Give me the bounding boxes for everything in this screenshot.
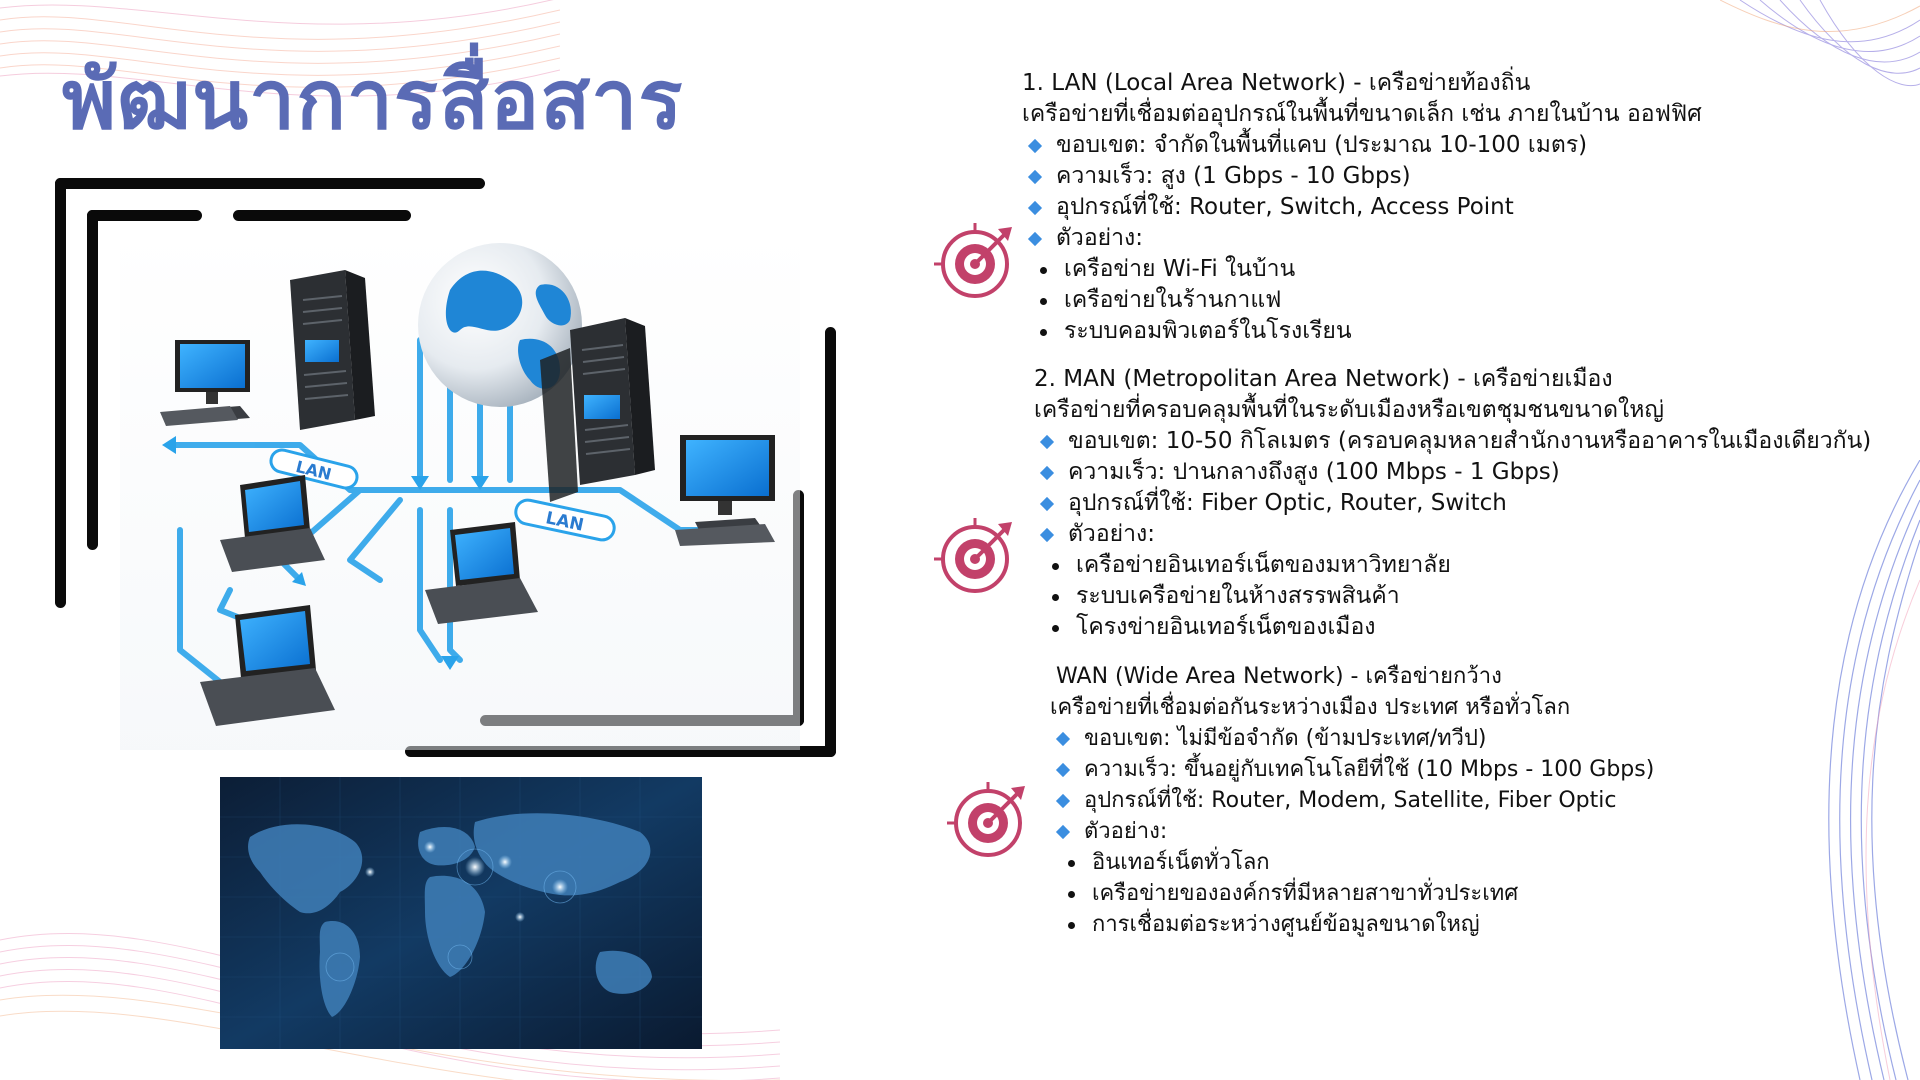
man-example-1: เครือข่ายอินเทอร์เน็ตของมหาวิทยาลัย xyxy=(1048,550,1871,581)
laptop-1-icon xyxy=(220,475,325,572)
frame-bar-bottom-outer xyxy=(405,746,836,757)
desktop-computer-left-icon xyxy=(160,340,250,426)
laptop-3-icon xyxy=(200,605,335,726)
target-icon-wan xyxy=(947,782,1025,857)
frame-bar-top-inner-b xyxy=(233,210,411,221)
frame-bar-top-inner-a xyxy=(87,210,202,221)
wan-item-examples-label: ตัวอย่าง: xyxy=(1050,816,1654,847)
wan-example-3: การเชื่อมต่อระหว่างศูนย์ข้อมูลขนาดใหญ่ xyxy=(1064,909,1654,940)
wan-description: เครือข่ายที่เชื่อมต่อกันระหว่างเมือง ประ… xyxy=(1050,695,1571,720)
man-section: 2. MAN (Metropolitan Area Network) - เคร… xyxy=(1034,364,1871,643)
lan-item-scope: ขอบเขต: จำกัดในพื้นที่แคบ (ประมาณ 10-100… xyxy=(1022,130,1702,161)
man-description: เครือข่ายที่ครอบคลุมพื้นที่ในระดับเมืองห… xyxy=(1034,397,1665,423)
lan-network-illustration: LAN LAN xyxy=(120,230,800,750)
server-rack-right-icon xyxy=(540,318,655,502)
frame-bar-left-inner xyxy=(87,210,98,550)
lan-heading: 1. LAN (Local Area Network) - เครือข่ายท… xyxy=(1022,70,1531,96)
frame-bar-left-outer xyxy=(55,178,66,608)
server-rack-left-icon xyxy=(290,270,375,430)
lan-item-devices: อุปกรณ์ที่ใช้: Router, Switch, Access Po… xyxy=(1022,192,1702,223)
lan-example-3: ระบบคอมพิวเตอร์ในโรงเรียน xyxy=(1036,316,1702,347)
wan-item-speed: ความเร็ว: ขึ้นอยู่กับเทคโนโลยีที่ใช้ (10… xyxy=(1050,754,1654,785)
frame-bar-top-outer xyxy=(55,178,485,189)
lan-label-right: LAN xyxy=(514,498,616,542)
desktop-computer-right-icon xyxy=(675,435,775,546)
lan-item-examples-label: ตัวอย่าง: xyxy=(1022,223,1702,254)
man-item-speed: ความเร็ว: ปานกลางถึงสูง (100 Mbps - 1 Gb… xyxy=(1034,457,1871,488)
target-icon-lan xyxy=(934,223,1012,298)
man-example-2: ระบบเครือข่ายในห้างสรรพสินค้า xyxy=(1048,581,1871,612)
wan-example-2: เครือข่ายขององค์กรที่มีหลายสาขาทั่วประเท… xyxy=(1064,878,1654,909)
man-item-devices: อุปกรณ์ที่ใช้: Fiber Optic, Router, Swit… xyxy=(1034,488,1871,519)
man-item-scope: ขอบเขต: 10-50 กิโลเมตร (ครอบคลุมหลายสำนั… xyxy=(1034,426,1871,457)
man-example-3: โครงข่ายอินเทอร์เน็ตของเมือง xyxy=(1048,612,1871,643)
wan-example-1: อินเทอร์เน็ตทั่วโลก xyxy=(1064,847,1654,878)
wan-item-scope: ขอบเขต: ไม่มีข้อจำกัด (ข้ามประเทศ/ทวีป) xyxy=(1050,723,1654,754)
laptop-2-icon xyxy=(425,522,538,624)
lan-description: เครือข่ายที่เชื่อมต่ออุปกรณ์ในพื้นที่ขนา… xyxy=(1022,101,1702,127)
man-heading: 2. MAN (Metropolitan Area Network) - เคร… xyxy=(1034,366,1613,392)
frame-bar-right-outer xyxy=(825,327,836,757)
page-title: พัฒนาการสื่อสาร xyxy=(62,53,684,148)
lan-item-speed: ความเร็ว: สูง (1 Gbps - 10 Gbps) xyxy=(1022,161,1702,192)
wan-heading: WAN (Wide Area Network) - เครือข่ายกว้าง xyxy=(1056,664,1502,689)
man-item-examples-label: ตัวอย่าง: xyxy=(1034,519,1871,550)
lan-example-2: เครือข่ายในร้านกาแฟ xyxy=(1036,285,1702,316)
target-icon-man xyxy=(934,518,1012,593)
lan-section: 1. LAN (Local Area Network) - เครือข่ายท… xyxy=(1022,68,1702,347)
wan-section: WAN (Wide Area Network) - เครือข่ายกว้าง… xyxy=(1050,661,1654,940)
decorative-waves-top-right xyxy=(1720,0,1920,87)
wan-item-devices: อุปกรณ์ที่ใช้: Router, Modem, Satellite,… xyxy=(1050,785,1654,816)
lan-example-1: เครือข่าย Wi-Fi ในบ้าน xyxy=(1036,254,1702,285)
world-map-network-image xyxy=(220,777,702,1049)
